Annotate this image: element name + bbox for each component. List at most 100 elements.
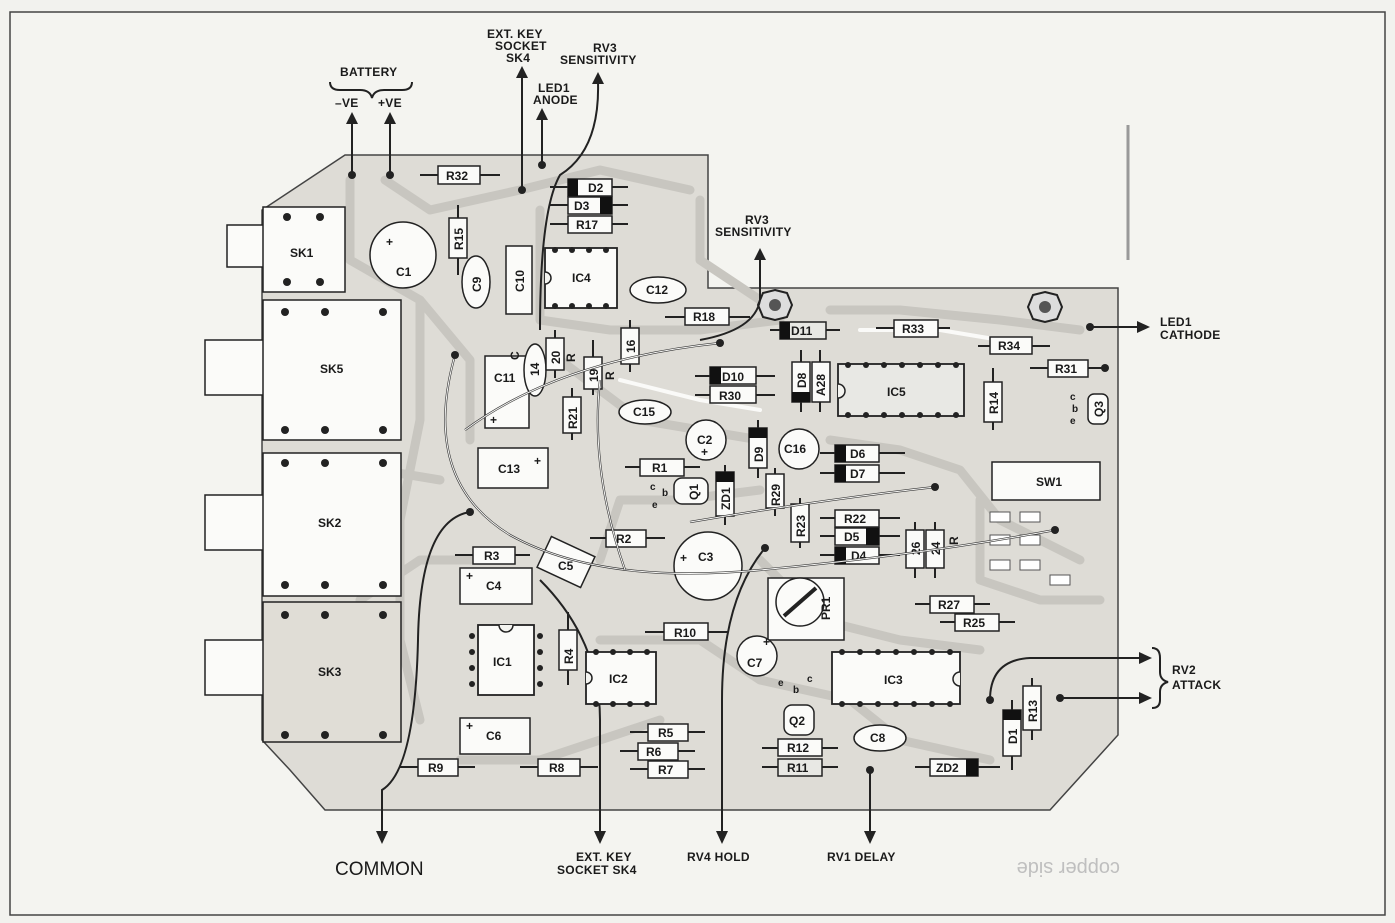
capacitor-c11: C11 +	[484, 355, 530, 429]
svg-text:R33: R33	[902, 322, 924, 336]
rv3-mid-lead	[699, 258, 761, 341]
svg-text:R1: R1	[652, 461, 668, 475]
capacitor-c2: C2 +	[685, 419, 727, 461]
svg-text:C6: C6	[486, 729, 502, 743]
arrow-up-icon	[384, 112, 396, 124]
diode-d8: D8	[791, 350, 811, 412]
diode-d3: D3	[550, 196, 628, 215]
ext-key-top-label-1: EXT. KEY	[487, 27, 543, 41]
svg-text:R31: R31	[1055, 362, 1077, 376]
svg-text:R18: R18	[693, 310, 715, 324]
svg-text:+: +	[701, 445, 708, 459]
resistor-r4: R4	[558, 612, 578, 685]
svg-text:D9: D9	[752, 446, 766, 462]
battery-positive-label: +VE	[378, 96, 402, 110]
rv2-lead-upper	[989, 657, 1140, 701]
svg-text:19: 19	[587, 368, 601, 382]
resistor-r14: R14	[983, 368, 1003, 430]
resistor-r-mark: R	[603, 371, 617, 380]
svg-text:c: c	[1070, 392, 1076, 403]
resistor-r3: R3	[455, 546, 530, 565]
resistor-r33: R33	[876, 319, 950, 338]
svg-text:D1: D1	[1006, 728, 1020, 744]
preset-pr1: PR1	[767, 577, 845, 641]
svg-text:R10: R10	[674, 626, 696, 640]
ic-ic4: IC4	[544, 247, 618, 309]
battery-label: BATTERY	[340, 65, 397, 79]
resistor-r10: R10	[645, 622, 728, 641]
resistor-r22: R22	[820, 509, 900, 528]
arrow-right-icon	[1137, 321, 1150, 333]
resistor-r30: R30	[695, 385, 775, 404]
svg-text:ZD1: ZD1	[719, 487, 733, 510]
svg-text:R21: R21	[566, 407, 580, 429]
svg-text:+: +	[680, 551, 687, 565]
svg-text:C13: C13	[498, 462, 520, 476]
svg-text:D8: D8	[795, 372, 809, 388]
socket-sk3: SK3	[204, 601, 402, 743]
rv3-top-lead	[539, 81, 600, 331]
ext-key-bottom-lead	[539, 579, 601, 832]
svg-text:e: e	[778, 678, 784, 689]
svg-text:D5: D5	[844, 530, 860, 544]
resistor-r27: R27	[915, 595, 990, 614]
diode-d5: D5	[820, 527, 900, 546]
svg-text:C2: C2	[697, 433, 713, 447]
svg-text:R9: R9	[428, 761, 444, 775]
resistor-r31: R31	[1030, 359, 1105, 378]
arrow-down-icon	[594, 831, 606, 844]
svg-text:C11: C11	[494, 371, 516, 385]
svg-text:16: 16	[624, 339, 638, 353]
svg-text:+: +	[534, 454, 541, 468]
resistor-r19: 19	[583, 340, 603, 395]
mounting-nut	[1026, 290, 1064, 324]
svg-text:SW1: SW1	[1036, 475, 1062, 489]
resistor-r11: R11	[762, 758, 838, 777]
svg-text:D7: D7	[850, 467, 866, 481]
svg-text:C9: C9	[470, 276, 484, 292]
svg-text:IC3: IC3	[884, 673, 903, 687]
resistor-r8: R8	[520, 758, 598, 777]
resistor-r25: R25	[940, 613, 1015, 632]
resistor-r1: R1	[625, 458, 700, 477]
svg-text:IC4: IC4	[572, 271, 591, 285]
rv3-mid-label-1: RV3	[745, 213, 769, 227]
flying-wires	[444, 341, 1056, 575]
capacitor-c12: C12	[629, 276, 687, 304]
rv4-lead	[721, 547, 766, 832]
resistor-r5: R5	[630, 723, 705, 742]
svg-text:+: +	[763, 635, 770, 649]
svg-text:PR1: PR1	[819, 596, 833, 620]
svg-text:R2: R2	[616, 532, 632, 546]
zener-zd2: ZD2	[915, 758, 1000, 777]
svg-text:C3: C3	[698, 550, 714, 564]
svg-text:ZD2: ZD2	[936, 761, 959, 775]
svg-text:SK2: SK2	[318, 516, 342, 530]
arrow-up-icon	[536, 108, 548, 120]
svg-text:R5: R5	[658, 726, 674, 740]
svg-text:IC5: IC5	[887, 385, 906, 399]
svg-text:c: c	[650, 482, 656, 493]
resistor-r9: R9	[400, 758, 475, 777]
arrow-right-icon	[1139, 652, 1152, 664]
svg-text:Q3: Q3	[1092, 401, 1106, 417]
svg-text:R22: R22	[844, 512, 866, 526]
transistor-q1: Q1 c b e	[650, 477, 709, 511]
resistor-r34: R34	[978, 336, 1050, 355]
svg-text:14: 14	[528, 362, 542, 376]
led1-cathode-label-1: LED1	[1160, 315, 1192, 329]
resistor-r6: R6	[620, 742, 695, 761]
resistor-r7: R7	[630, 760, 705, 779]
svg-text:IC1: IC1	[493, 655, 512, 669]
arrow-down-icon	[716, 831, 728, 844]
svg-text:D3: D3	[574, 199, 590, 213]
ext-key-bottom-label-1: EXT. KEY	[576, 850, 632, 864]
capacitor-c16: C16	[778, 428, 820, 470]
diode-d2: D2	[550, 178, 628, 197]
svg-text:R23: R23	[794, 515, 808, 537]
ic-ic2: IC2	[585, 649, 657, 707]
svg-text:20: 20	[549, 350, 563, 364]
arrow-up-icon	[754, 248, 766, 260]
svg-text:C10: C10	[513, 270, 527, 292]
